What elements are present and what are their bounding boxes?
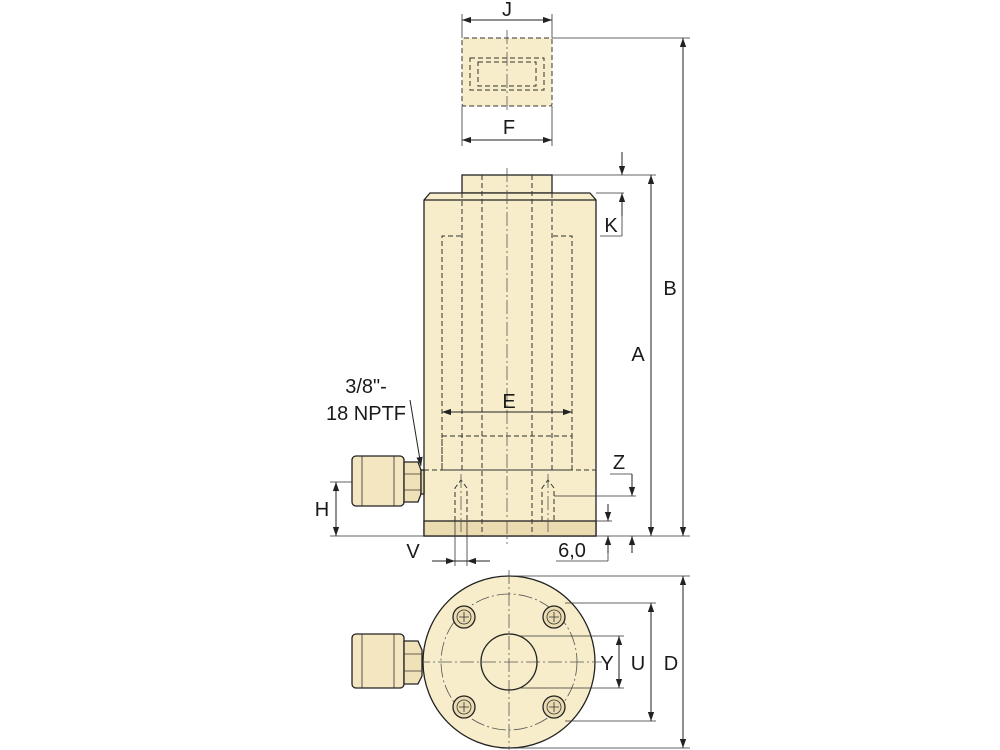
k-label: K	[604, 215, 618, 237]
f-label: F	[503, 117, 515, 139]
bolt-hole-bottom-left	[452, 695, 476, 719]
cylinder-body	[423, 192, 597, 537]
cylinder-plan-view: Y U D	[351, 570, 690, 750]
cylinder-side-view: E 3/8"- 18 NPTF H V Z	[315, 38, 690, 566]
b-label: B	[663, 278, 676, 300]
coupler-hex-plan	[403, 640, 423, 685]
h-label: H	[315, 499, 329, 521]
e-label: E	[502, 391, 515, 413]
coupler-body-side	[351, 455, 405, 507]
port-label-line2: 18 NPTF	[326, 403, 406, 425]
coupler-side	[351, 455, 425, 507]
port-leader	[409, 399, 423, 467]
v-label: V	[406, 541, 420, 563]
bolt-hole-bottom-right	[542, 695, 566, 719]
bolt-holes	[452, 605, 566, 719]
z-label: Z	[613, 452, 625, 474]
saddle-top-view: J F	[461, 0, 690, 146]
chamber-hidden-right	[552, 235, 573, 470]
y-label: Y	[600, 653, 613, 675]
j-label: J	[502, 0, 512, 21]
bolt-hole-top-left	[452, 605, 476, 629]
chamber-hidden-left	[441, 235, 462, 470]
six-label: 6,0	[558, 540, 586, 562]
body-base-band	[423, 520, 597, 537]
port-label-line1: 3/8"-	[345, 376, 387, 398]
u-label: U	[631, 653, 645, 675]
coupler-body-plan	[351, 633, 405, 689]
center-hole	[480, 633, 538, 691]
bolt-hole-top-right	[542, 605, 566, 629]
d-label: D	[664, 653, 678, 675]
a-label: A	[631, 344, 645, 366]
coupler-plan	[351, 633, 423, 689]
coupler-hex-side	[403, 461, 422, 503]
